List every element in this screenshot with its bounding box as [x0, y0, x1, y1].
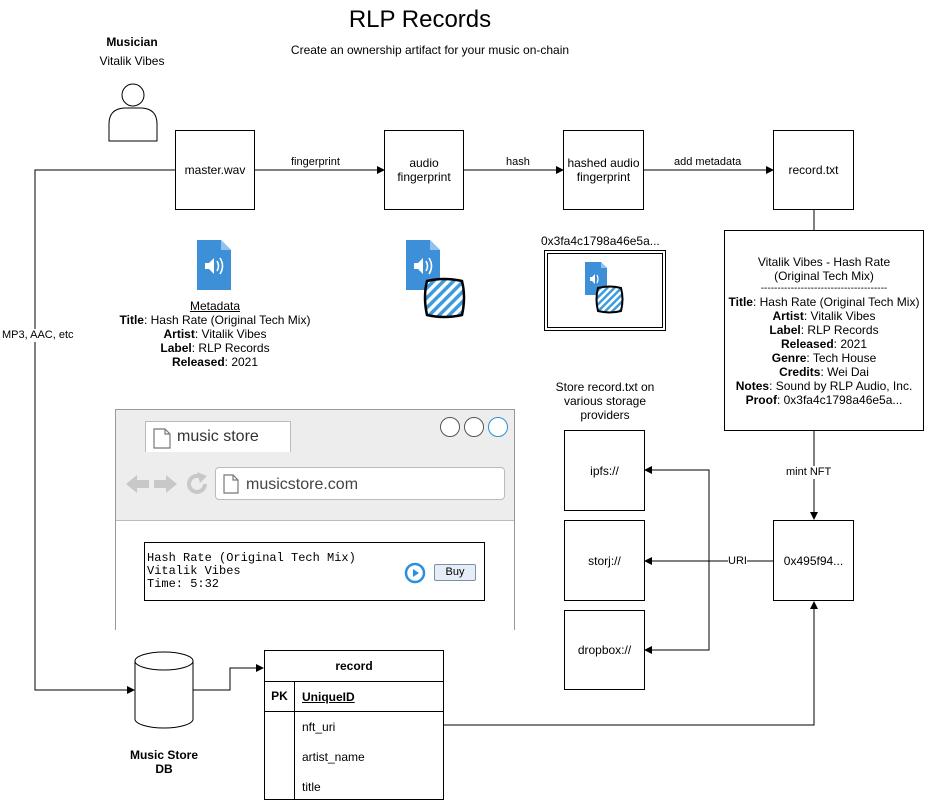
- page-subtitle: Create an ownership artifact for your mu…: [290, 43, 570, 57]
- close-button[interactable]: [488, 417, 508, 437]
- edge-uri-to-dropbox: [644, 561, 710, 654]
- hashed-fingerprint-icon: [585, 262, 624, 314]
- edge-label-hash: hash: [506, 156, 530, 169]
- edge-label-add-metadata: add metadata: [674, 156, 742, 169]
- storj-node: storj://: [564, 520, 645, 601]
- metadata-label-row: Label: RLP Records: [160, 341, 270, 355]
- edge-uri-to-ipfs: [644, 466, 710, 561]
- browser-content: Hash Rate (Original Tech Mix) Vitalik Vi…: [116, 520, 514, 630]
- audio-fingerprint-node: audio fingerprint: [384, 130, 464, 210]
- musician-role: Musician: [106, 35, 158, 49]
- pk-field: UniqueID: [302, 690, 355, 704]
- tab-label: music store: [177, 428, 259, 445]
- record-card-artist-row: Artist: Vitalik Vibes: [772, 309, 876, 323]
- page-title: RLP Records: [348, 6, 492, 33]
- edge-label-fingerprint: fingerprint: [291, 156, 340, 169]
- dropbox-node: dropbox://: [564, 610, 645, 690]
- play-icon[interactable]: [404, 562, 426, 584]
- address-bar[interactable]: musicstore.com: [215, 467, 505, 500]
- ipfs-node: ipfs://: [564, 430, 645, 511]
- field-title: title: [302, 780, 321, 794]
- hash-value-label: 0x3fa4c1798a46e5a...: [541, 234, 660, 248]
- browser-window: music store musicstore.com Hash Rate (Or…: [115, 409, 515, 630]
- edge-table-to-nft: [444, 601, 818, 726]
- record-card-heading: Vitalik Vibes - Hash Rate (Original Tech…: [757, 255, 891, 283]
- field-nft-uri: nft_uri: [302, 720, 336, 734]
- hashed-fingerprint-node: hashed audio fingerprint: [563, 130, 644, 210]
- master-wav-node: master.wav: [175, 130, 255, 210]
- metadata-artist-row: Artist: Vitalik Vibes: [163, 327, 267, 341]
- record-txt-node: record.txt: [773, 130, 854, 210]
- storage-note: Store record.txt on various storage prov…: [555, 380, 655, 422]
- pk-label: PK: [265, 682, 295, 711]
- metadata-title-row: Title: Hash Rate (Original Tech Mix): [119, 313, 311, 327]
- nft-node: 0x495f94...: [773, 520, 854, 601]
- reload-icon[interactable]: [185, 472, 209, 496]
- track-info: Hash Rate (Original Tech Mix) Vitalik Vi…: [147, 551, 356, 591]
- fingerprint-icon: [406, 240, 466, 319]
- edge-db-to-table: [193, 664, 264, 691]
- record-card-released-row: Released: 2021: [780, 337, 868, 351]
- buy-button[interactable]: Buy: [434, 564, 476, 581]
- record-card-label-row: Label: RLP Records: [769, 323, 879, 337]
- metadata-released-row: Released: 2021: [171, 355, 259, 369]
- table-name: record: [265, 651, 443, 682]
- edge-label-mint-nft: mint NFT: [786, 466, 832, 479]
- forward-arrow-icon[interactable]: [154, 474, 178, 494]
- record-card-proof-row: Proof: 0x3fa4c1798a46e5a...: [745, 393, 903, 407]
- tab-music-store[interactable]: music store: [145, 421, 291, 452]
- metadata-heading: Metadata: [189, 299, 241, 313]
- musician-actor-icon: [108, 83, 158, 142]
- record-card-credits-row: Credits: Wei Dai: [779, 365, 869, 379]
- record-contents-card: Vitalik Vibes - Hash Rate (Original Tech…: [724, 230, 924, 431]
- edge-master-to-db: [34, 169, 175, 694]
- record-table: record PK UniqueID nft_uri artist_name t…: [264, 650, 444, 800]
- edge-label-formats: MP3, AAC, etc: [2, 329, 74, 342]
- table-key-column: [265, 711, 295, 800]
- maximize-button[interactable]: [464, 417, 484, 437]
- table-pk-row: PK UniqueID: [265, 682, 443, 712]
- hashed-fingerprint-frame: [544, 250, 666, 331]
- record-card-title-row: Title: Hash Rate (Original Tech Mix): [728, 295, 920, 309]
- back-arrow-icon[interactable]: [126, 474, 150, 494]
- database-label: Music Store DB: [129, 748, 198, 776]
- track-listing: Hash Rate (Original Tech Mix) Vitalik Vi…: [144, 542, 485, 601]
- record-card-genre-row: Genre: Tech House: [771, 351, 877, 365]
- database-icon: [134, 651, 194, 729]
- record-card-notes-row: Notes: Sound by RLP Audio, Inc.: [735, 379, 913, 393]
- page-icon: [223, 474, 239, 494]
- address-url: musicstore.com: [246, 476, 359, 493]
- audio-file-icon: [197, 240, 231, 290]
- field-artist-name: artist_name: [302, 750, 365, 764]
- musician-name: Vitalik Vibes: [99, 54, 165, 68]
- edge-label-uri: URI: [728, 555, 747, 568]
- record-card-divider: --------------------------------------: [760, 283, 888, 294]
- minimize-button[interactable]: [440, 417, 460, 437]
- page-icon: [153, 428, 171, 449]
